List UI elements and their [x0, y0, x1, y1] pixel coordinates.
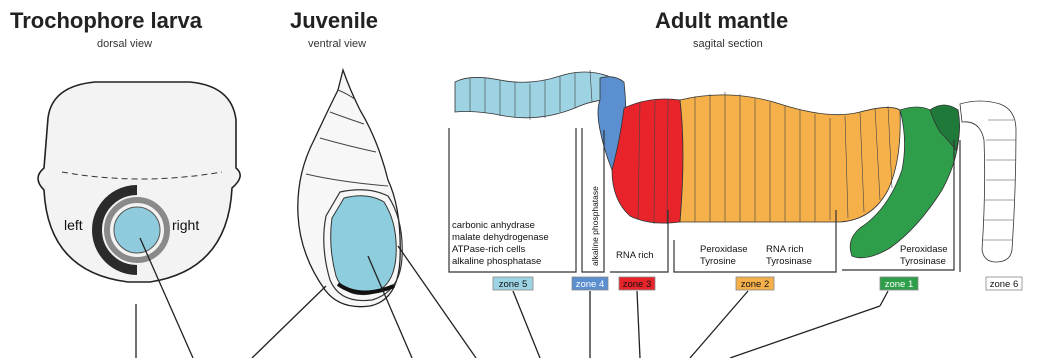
zone6-label: zone 6 [990, 279, 1019, 290]
adult-subtitle: sagital section [693, 38, 763, 50]
zone1-desc-line: Peroxidase [900, 244, 948, 255]
juvenile-figure [252, 70, 476, 358]
zone2-label: zone 2 [741, 279, 770, 290]
zone5-label: zone 5 [499, 279, 528, 290]
zone5-description: carbonic anhydrase malate dehydrogenase … [452, 220, 549, 267]
zone4-description: alkaline phosphatase [590, 186, 600, 266]
zone2-desc-line: Tyrosinase [766, 256, 812, 267]
adult-title: Adult mantle [655, 8, 788, 33]
zone5-tag: zone 5 [493, 277, 533, 290]
zone2-desc-line: RNA rich [766, 244, 803, 255]
mantle-zone3 [612, 99, 683, 223]
zone5-desc-line: alkaline phosphatase [452, 256, 541, 267]
zone4-label: zone 4 [576, 279, 605, 290]
larva-shell-gland [114, 207, 160, 253]
juvenile-mantle [331, 196, 397, 295]
zone2-description: Peroxidase Tyrosine RNA rich Tyrosinase [700, 244, 812, 267]
zone-pointer-lines [513, 291, 888, 358]
larva-figure: left right [38, 82, 240, 358]
mantle-zone2 [680, 95, 900, 222]
adult-mantle-figure: carbonic anhydrase malate dehydrogenase … [449, 70, 1022, 358]
juvenile-subtitle: ventral view [308, 38, 366, 50]
mantle-zone6 [960, 101, 1016, 262]
zone3-tag: zone 3 [619, 277, 655, 290]
larva-subtitle: dorsal view [97, 38, 152, 50]
zone5-desc-line: malate dehydrogenase [452, 232, 549, 243]
zone1-desc-line: Tyrosinase [900, 256, 946, 267]
zone4-tag: zone 4 [572, 277, 608, 290]
zone2-desc-line: Tyrosine [700, 256, 736, 267]
zone1-description: Peroxidase Tyrosinase [900, 244, 948, 267]
zone6-tag: zone 6 [986, 277, 1022, 290]
zone5-desc-line: carbonic anhydrase [452, 220, 535, 231]
zone5-desc-line: ATPase-rich cells [452, 244, 525, 255]
zone1-tag: zone 1 [880, 277, 918, 290]
zone2-desc-line: Peroxidase [700, 244, 748, 255]
larva-title: Trochophore larva [10, 8, 203, 33]
zone3-label: zone 3 [623, 279, 652, 290]
larva-right-label: right [172, 217, 199, 233]
juvenile-pointer-1 [252, 286, 326, 358]
zone2-tag: zone 2 [736, 277, 774, 290]
zone1-label: zone 1 [885, 279, 914, 290]
mantle-zone5 [455, 72, 620, 118]
larva-left-label: left [64, 217, 83, 233]
juvenile-title: Juvenile [290, 8, 378, 33]
zone3-description: RNA rich [616, 250, 653, 261]
